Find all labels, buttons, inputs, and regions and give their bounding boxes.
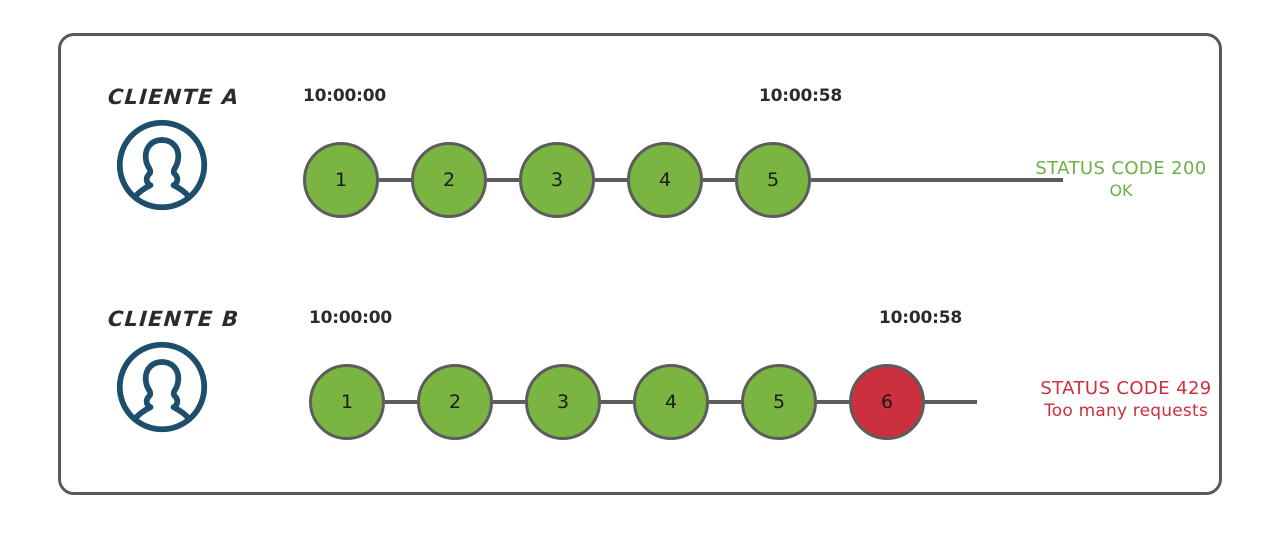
timestamp-end-b: 10:00:58 <box>879 308 962 328</box>
request-node[interactable]: 3 <box>525 364 601 440</box>
client-label-a: CLIENTE A <box>107 85 241 109</box>
chain-link <box>817 400 849 404</box>
chain-link-tail <box>925 400 977 404</box>
chain-link-tail <box>811 178 1063 182</box>
request-node[interactable]: 1 <box>303 142 379 218</box>
request-node[interactable]: 4 <box>627 142 703 218</box>
chain-link <box>493 400 525 404</box>
status-code-a: STATUS CODE 200 <box>1035 158 1207 179</box>
request-node[interactable]: 3 <box>519 142 595 218</box>
diagram-frame: CLIENTE A 10:00:00 10:00:58 1 2 3 4 5 ST… <box>58 33 1222 495</box>
timestamp-end-a: 10:00:58 <box>759 86 842 106</box>
status-message-a: STATUS CODE 200 OK <box>1023 158 1219 201</box>
chain-link <box>379 178 411 182</box>
request-node[interactable]: 4 <box>633 364 709 440</box>
user-avatar-icon <box>114 339 210 435</box>
chain-link <box>385 400 417 404</box>
chain-link <box>709 400 741 404</box>
request-node[interactable]: 1 <box>309 364 385 440</box>
request-node[interactable]: 2 <box>417 364 493 440</box>
request-node[interactable]: 5 <box>735 142 811 218</box>
timestamp-start-b: 10:00:00 <box>309 308 392 328</box>
request-node[interactable]: 5 <box>741 364 817 440</box>
chain-link <box>487 178 519 182</box>
status-message-b: STATUS CODE 429 Too many requests <box>1023 378 1229 422</box>
client-label-b: CLIENTE B <box>107 307 241 331</box>
user-avatar-icon <box>114 117 210 213</box>
chain-link <box>595 178 627 182</box>
status-code-b: STATUS CODE 429 <box>1040 378 1212 399</box>
request-node-rejected[interactable]: 6 <box>849 364 925 440</box>
status-text-a: OK <box>1109 180 1133 200</box>
status-text-b: Too many requests <box>1044 400 1208 421</box>
request-node[interactable]: 2 <box>411 142 487 218</box>
chain-link <box>601 400 633 404</box>
timestamp-start-a: 10:00:00 <box>303 86 386 106</box>
chain-link <box>703 178 735 182</box>
